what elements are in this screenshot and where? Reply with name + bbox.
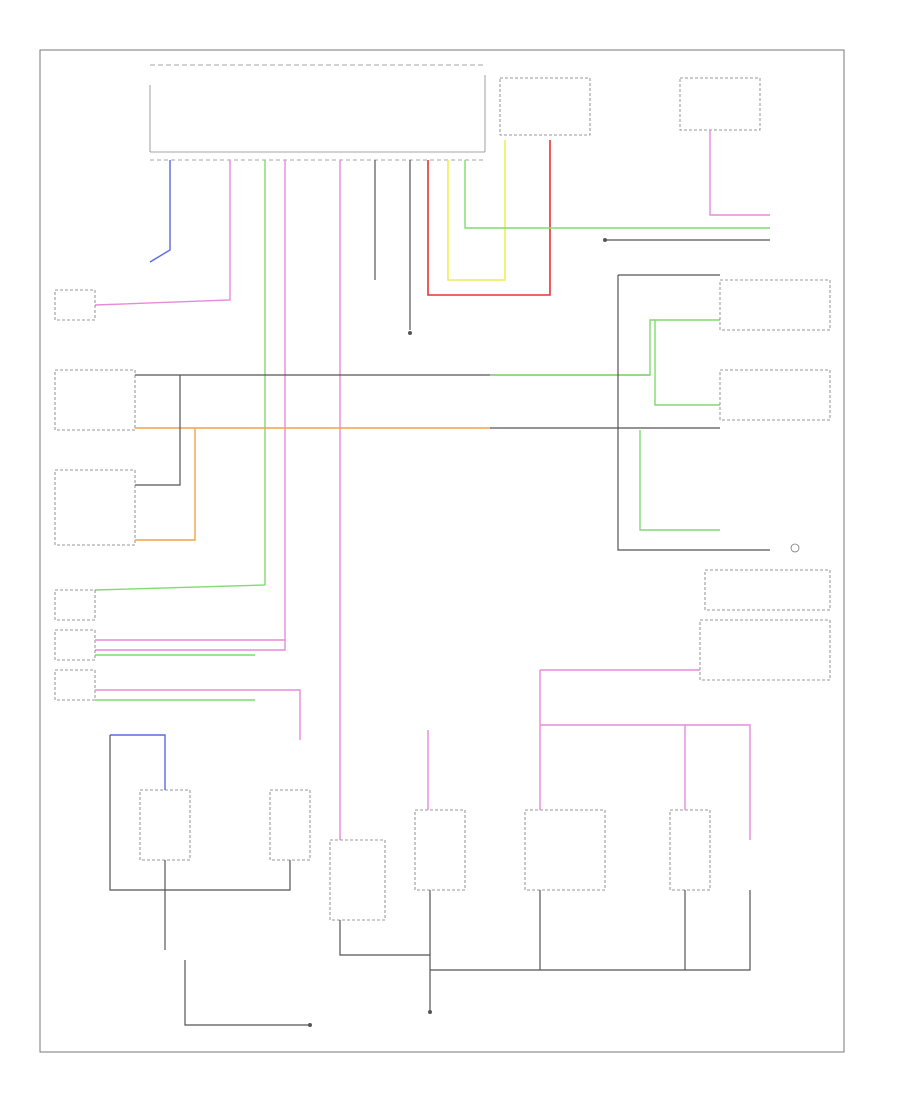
wire-blue-bottom <box>110 734 166 790</box>
wires-middle <box>135 274 770 551</box>
wire-yellow-loop <box>447 140 506 281</box>
ground-symbol <box>603 238 607 242</box>
diagram-frame <box>39 49 845 1053</box>
fuse-box-2 <box>679 77 761 131</box>
module-right-3 <box>669 809 711 891</box>
wire-black-bottom-2 <box>170 860 291 891</box>
bcm-connector <box>149 64 486 161</box>
wire-black-bottom-bus <box>339 920 430 956</box>
lower-left-switches <box>54 589 301 740</box>
bottom-wiring <box>109 669 751 1026</box>
wire-green-right-low <box>639 430 720 531</box>
module-mid-bottom <box>269 789 311 861</box>
ground-symbols <box>308 238 800 1027</box>
module-right-2 <box>524 809 606 891</box>
wire-pink-bus-right <box>540 724 751 840</box>
right-components <box>699 279 831 681</box>
wire-orange-down <box>135 428 196 541</box>
wire-black-ground <box>184 960 310 1026</box>
module-center-2 <box>414 809 466 891</box>
wire-black-bottom-left <box>109 735 170 891</box>
wire-pink-top-left <box>94 160 231 306</box>
ground-symbol <box>408 331 412 335</box>
wire-pink-long <box>95 160 286 651</box>
wire-green-right <box>464 160 770 229</box>
module-center-bottom <box>329 839 386 921</box>
left-switch-modules <box>54 289 136 546</box>
wire-red-loop <box>427 140 551 296</box>
wire-green-bus-1 <box>490 319 720 376</box>
wire-black-vert-right <box>617 275 770 551</box>
wires-top <box>94 130 770 840</box>
ground-symbol <box>790 543 800 553</box>
wire-blue-top <box>149 160 171 263</box>
wire-green-right-mid <box>654 320 720 406</box>
wire-black-bottom-bus-3 <box>430 890 751 971</box>
wire-black-down <box>135 375 181 486</box>
ground-symbol <box>308 1023 312 1027</box>
wire-green-long <box>94 160 266 591</box>
wire-pink-right-top <box>709 130 770 216</box>
ground-symbol <box>428 1010 432 1014</box>
module-left-bottom <box>139 789 191 861</box>
fuse-box-1 <box>499 77 591 136</box>
wire-pink-lower-2 <box>95 689 301 740</box>
